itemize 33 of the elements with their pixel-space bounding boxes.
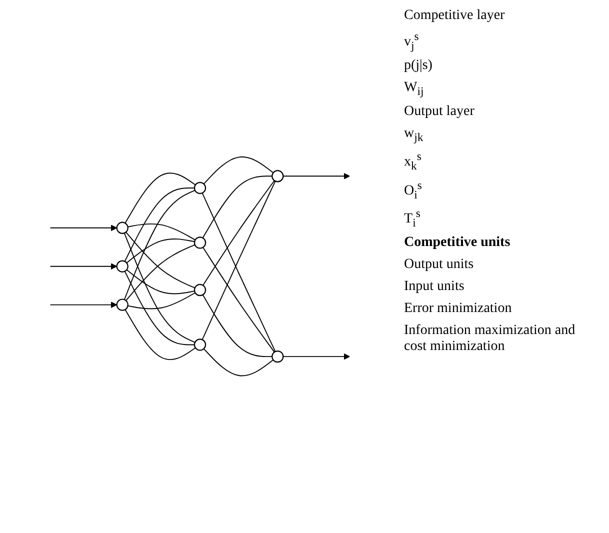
connector [125,244,196,302]
connector [124,232,196,344]
connector [124,309,196,360]
arrow [282,353,350,360]
annotation-label: Output layer [404,104,474,120]
connector [126,269,196,294]
annotation-label: Competitive layer [404,8,505,24]
connector [202,294,273,358]
connector [125,232,196,288]
connector [203,348,274,376]
connector [124,172,196,224]
connector [203,156,274,185]
arrow [50,302,118,308]
annotation-label: Information maximization and cost minimization [404,323,576,356]
arrow [50,263,118,270]
annotation-label: Competitive units [404,235,510,252]
annotation-label: w$_{jk}$ [404,126,424,144]
connector [202,180,275,286]
annotation-label: p(j|s) [404,58,432,74]
connector [202,176,273,239]
arrow [282,173,350,180]
annotation-label: Output units [404,257,474,274]
connector [127,224,196,241]
connector [202,247,275,353]
connector [124,188,195,262]
annotation-label: Input units [404,279,464,296]
connector [124,190,196,300]
connector [126,238,196,264]
annotation-label: Error minimization [404,301,512,318]
connector [124,270,195,346]
annotation-label: W$_{ij}$ [404,80,424,98]
connector [127,292,196,310]
arrow [50,224,118,232]
